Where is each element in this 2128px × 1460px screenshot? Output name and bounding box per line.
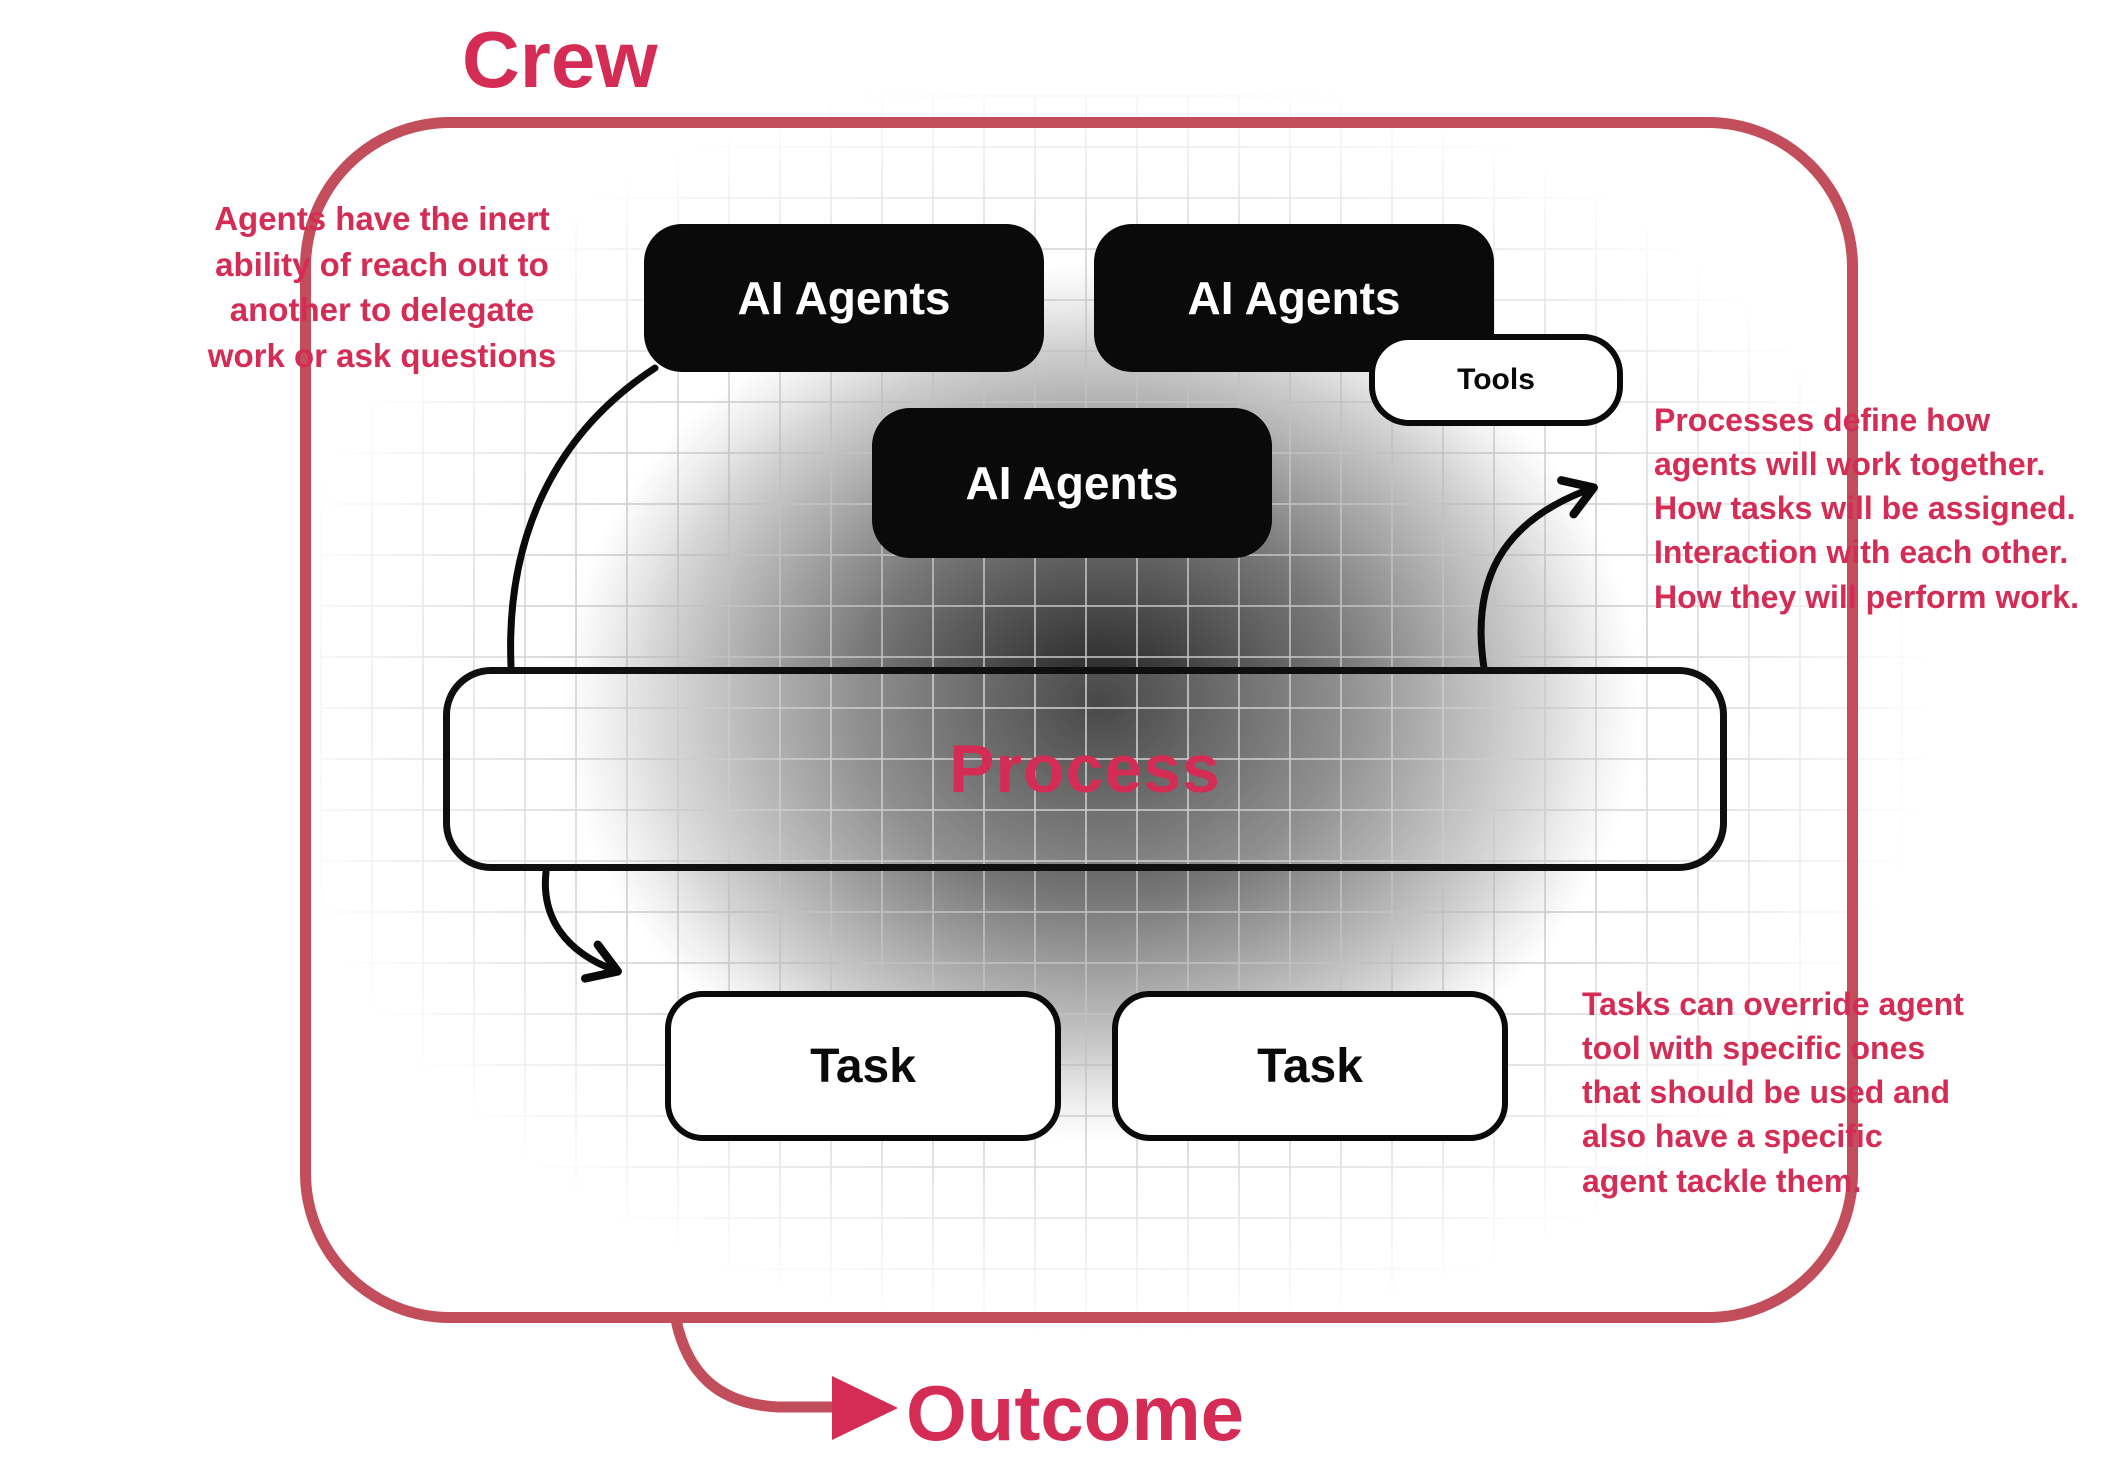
agent-node-3-label: AI Agents xyxy=(965,457,1179,509)
agent-node-1: AI Agents xyxy=(644,224,1044,372)
outcome-arrow xyxy=(670,1314,838,1413)
agent-node-3: AI Agents xyxy=(872,408,1272,558)
process-definition-note: Processes define how agents will work to… xyxy=(1654,402,2079,615)
tools-node-label: Tools xyxy=(1457,363,1535,396)
task-node-1: Task xyxy=(665,991,1061,1141)
crew-title: Crew xyxy=(462,15,658,104)
crew-boundary xyxy=(300,117,1858,1323)
agent-to-process-arrow xyxy=(507,364,659,670)
agent-node-2-label: AI Agents xyxy=(1187,272,1401,324)
task-node-1-label: Task xyxy=(810,1039,916,1093)
task-node-2: Task xyxy=(1112,991,1508,1141)
outcome-arrowhead-icon xyxy=(832,1376,898,1440)
process-node: Process xyxy=(443,667,1727,871)
task-node-2-label: Task xyxy=(1257,1039,1363,1093)
agent-node-1-label: AI Agents xyxy=(737,272,951,324)
agents-delegation-note: Agents have the inert ability of reach o… xyxy=(207,200,557,374)
process-to-task-arrow xyxy=(541,868,622,983)
process-node-label: Process xyxy=(949,731,1221,807)
tasks-override-note: Tasks can override agent tool with speci… xyxy=(1582,986,1964,1199)
outcome-label: Outcome xyxy=(906,1369,1245,1457)
tools-node: Tools xyxy=(1369,334,1623,426)
process-to-note-arrow xyxy=(1477,476,1598,672)
